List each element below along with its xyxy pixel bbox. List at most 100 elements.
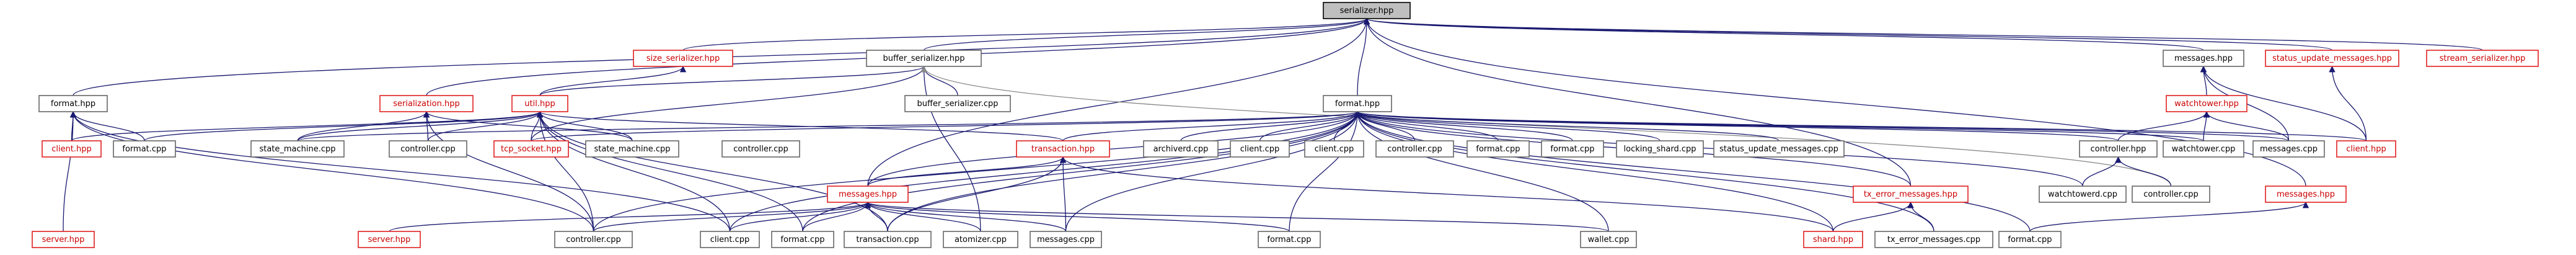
node-label: stream_serializer.hpp bbox=[2440, 54, 2526, 63]
node-label: tx_error_messages.cpp bbox=[1887, 235, 1980, 244]
node-label: buffer_serializer.cpp bbox=[917, 99, 999, 109]
edge-server_hpp_a-to-format_hpp_a bbox=[63, 110, 77, 232]
node-messages-cpp-b[interactable]: messages.cpp bbox=[1030, 231, 1102, 248]
edge-status_update_messages_hpp-to-serializer_hpp bbox=[1364, 17, 2333, 51]
node-label: server.hpp bbox=[42, 235, 85, 244]
edge-util_hpp-to-size_serializer_hpp bbox=[539, 65, 687, 96]
node-client-cpp-b[interactable]: client.cpp bbox=[1304, 140, 1364, 158]
node-shard-hpp[interactable]: shard.hpp bbox=[1803, 231, 1863, 248]
node-box bbox=[358, 231, 421, 248]
node-watchtowerd-cpp[interactable]: watchtowerd.cpp bbox=[2039, 186, 2127, 203]
edge-transaction_cpp-to-transaction_hpp bbox=[887, 156, 1067, 232]
node-atomizer-cpp[interactable]: atomizer.cpp bbox=[943, 231, 1018, 248]
node-format-cpp-f[interactable]: format.cpp bbox=[1998, 231, 2062, 248]
node-watchtower-cpp[interactable]: watchtower.cpp bbox=[2163, 140, 2244, 158]
edge-status_update_messages_cpp-to-format_hpp_main bbox=[1354, 110, 1780, 141]
node-tx-error-messages-cpp[interactable]: tx_error_messages.cpp bbox=[1874, 231, 1993, 248]
node-messages-hpp-right[interactable]: messages.hpp bbox=[2265, 186, 2347, 203]
edge-transaction_hpp-to-format_hpp_main bbox=[1062, 110, 1361, 141]
node-messages-cpp-a[interactable]: messages.cpp bbox=[2252, 140, 2325, 158]
node-transaction-hpp[interactable]: transaction.hpp bbox=[1016, 140, 1110, 158]
edge-controller_cpp_e-to-format_hpp_main bbox=[593, 110, 1361, 232]
edge-client_cpp_c-to-messages_hpp_mid bbox=[729, 201, 871, 232]
node-client-cpp-c[interactable]: client.cpp bbox=[700, 231, 760, 248]
node-label: controller.cpp bbox=[1387, 145, 1442, 154]
node-label: client.cpp bbox=[1315, 145, 1354, 154]
node-format-hpp-main[interactable]: format.hpp bbox=[1323, 95, 1392, 112]
node-client-hpp-a[interactable]: client.hpp bbox=[42, 140, 102, 158]
edge-client_cpp_c-to-format_hpp_a bbox=[69, 110, 731, 232]
node-box bbox=[42, 140, 102, 158]
node-box bbox=[1853, 186, 1969, 203]
node-format-cpp-a[interactable]: format.cpp bbox=[113, 140, 176, 158]
node-tcp-socket-hpp[interactable]: tcp_socket.hpp bbox=[493, 140, 569, 158]
edge-client_hpp_a-to-util_hpp bbox=[71, 110, 543, 141]
node-format-cpp-e[interactable]: format.cpp bbox=[1258, 231, 1321, 248]
nodes-layer: serializer.hpp format.hpp size_serializer.… bbox=[32, 2, 2539, 248]
node-buffer-serializer-hpp[interactable]: buffer_serializer.hpp bbox=[866, 50, 982, 67]
edge-controller_cpp_d-to-buffer_serializer_hpp bbox=[920, 65, 2172, 187]
node-box bbox=[1616, 140, 1704, 158]
node-format-cpp-c[interactable]: format.cpp bbox=[1541, 140, 1604, 158]
edge-tx_error_messages_cpp-to-format_hpp_main bbox=[1354, 110, 1934, 232]
edge-watchtower_cpp-to-format_hpp_main bbox=[1354, 110, 2204, 141]
edge-format_cpp_d-to-util_hpp bbox=[536, 110, 803, 232]
node-status-update-messages-cpp[interactable]: status_update_messages.cpp bbox=[1713, 140, 1845, 158]
edge-shard_hpp-to-tx_error_messages_hpp bbox=[1832, 201, 1914, 232]
node-status-update-messages-hpp[interactable]: status_update_messages.hpp bbox=[2265, 50, 2399, 67]
node-box bbox=[700, 231, 760, 248]
node-controller-cpp-d[interactable]: controller.cpp bbox=[2132, 186, 2210, 203]
edge-controller_cpp_a-to-util_hpp bbox=[427, 110, 544, 141]
node-format-cpp-d[interactable]: format.cpp bbox=[771, 231, 834, 248]
node-controller-cpp-b[interactable]: controller.cpp bbox=[721, 140, 800, 158]
node-box bbox=[32, 231, 95, 248]
node-messages-hpp-mid[interactable]: messages.hpp bbox=[827, 186, 909, 203]
node-label: archiverd.cpp bbox=[1153, 145, 1209, 154]
node-format-hpp-a[interactable]: format.hpp bbox=[38, 95, 108, 112]
node-state-machine-cpp-a[interactable]: state_machine.cpp bbox=[250, 140, 345, 158]
node-box bbox=[904, 95, 1011, 112]
edge-controller_cpp_e-to-serialization_hpp bbox=[423, 110, 594, 232]
node-label: format.cpp bbox=[1476, 145, 1520, 154]
node-tx-error-messages-hpp[interactable]: tx_error_messages.hpp bbox=[1853, 186, 1969, 203]
node-messages-hpp-top[interactable]: messages.hpp bbox=[2163, 50, 2244, 67]
node-client-hpp-b[interactable]: client.hpp bbox=[2336, 140, 2396, 158]
node-server-hpp-b[interactable]: server.hpp bbox=[358, 231, 421, 248]
node-serializer-hpp[interactable]: serializer.hpp bbox=[1323, 2, 1411, 19]
node-label: shard.hpp bbox=[1813, 235, 1853, 244]
edge-watchtowerd_cpp-to-controller_hpp bbox=[2082, 156, 2122, 187]
node-serialization-hpp[interactable]: serialization.hpp bbox=[379, 95, 474, 112]
node-label: state_machine.cpp bbox=[259, 145, 335, 154]
node-label: format.cpp bbox=[1267, 235, 1311, 244]
node-watchtower-hpp[interactable]: watchtower.hpp bbox=[2166, 95, 2247, 112]
node-label: transaction.hpp bbox=[1031, 145, 1095, 154]
node-server-hpp-a[interactable]: server.hpp bbox=[32, 231, 95, 248]
node-stream-serializer-hpp[interactable]: stream_serializer.hpp bbox=[2426, 50, 2539, 67]
node-label: format.cpp bbox=[122, 145, 166, 154]
edge-transaction_cpp-to-util_hpp bbox=[536, 110, 888, 232]
node-box bbox=[1541, 140, 1604, 158]
node-controller-cpp-a[interactable]: controller.cpp bbox=[389, 140, 467, 158]
node-box bbox=[2039, 186, 2127, 203]
node-state-machine-cpp-b[interactable]: state_machine.cpp bbox=[585, 140, 679, 158]
node-buffer-serializer-cpp[interactable]: buffer_serializer.cpp bbox=[904, 95, 1011, 112]
node-controller-hpp[interactable]: controller.hpp bbox=[2079, 140, 2158, 158]
node-wallet-cpp[interactable]: wallet.cpp bbox=[1580, 231, 1637, 248]
node-transaction-cpp[interactable]: transaction.cpp bbox=[844, 231, 932, 248]
node-box bbox=[113, 140, 176, 158]
node-archiverd-cpp[interactable]: archiverd.cpp bbox=[1143, 140, 1219, 158]
node-box bbox=[1016, 140, 1110, 158]
node-box bbox=[1467, 140, 1530, 158]
node-client-cpp-a[interactable]: client.cpp bbox=[1230, 140, 1290, 158]
node-box bbox=[2252, 140, 2325, 158]
node-format-cpp-b[interactable]: format.cpp bbox=[1467, 140, 1530, 158]
node-controller-cpp-c[interactable]: controller.cpp bbox=[1375, 140, 1454, 158]
node-box bbox=[38, 95, 108, 112]
edge-atomizer_cpp-to-messages_hpp_mid bbox=[864, 201, 981, 232]
node-controller-cpp-e[interactable]: controller.cpp bbox=[554, 231, 633, 248]
node-label: util.hpp bbox=[524, 99, 555, 109]
edge-messages_cpp_b-to-messages_hpp_mid bbox=[864, 201, 1067, 232]
node-util-hpp[interactable]: util.hpp bbox=[511, 95, 568, 112]
node-size-serializer-hpp[interactable]: size_serializer.hpp bbox=[633, 50, 733, 67]
node-locking-shard-cpp[interactable]: locking_shard.cpp bbox=[1616, 140, 1704, 158]
